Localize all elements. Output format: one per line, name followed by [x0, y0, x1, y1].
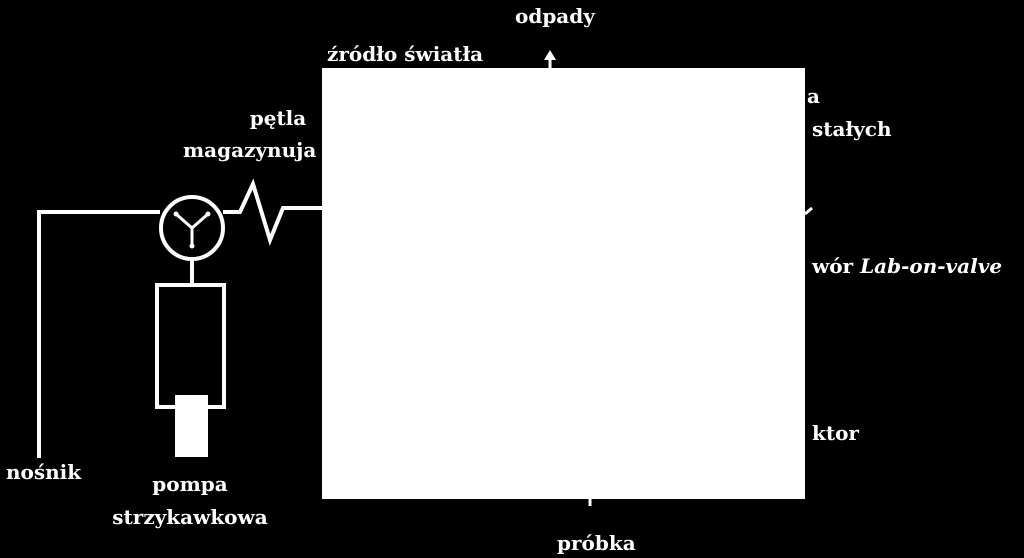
label-light-source: źródło światła [327, 42, 484, 66]
occluding-panel [322, 68, 805, 499]
label-holding-loop-1: pętla [249, 106, 307, 130]
syringe-barrel [155, 283, 226, 409]
label-pump-2: strzykawkowa [112, 505, 268, 529]
label-sample: próbka [557, 531, 636, 555]
label-lab-on-valve-italic: Lab-on-valve [860, 254, 1003, 278]
label-holding-loop-2: magazynuja [183, 138, 317, 162]
syringe-plunger [175, 395, 208, 457]
valve-port-line [175, 212, 193, 230]
valve-port [205, 211, 211, 217]
valve-port [173, 211, 179, 217]
label-solids-partial-2: stałych [812, 117, 892, 141]
carrier-line [37, 210, 160, 458]
label-solids-partial-1: a [807, 84, 820, 108]
label-pump-1: pompa [152, 472, 228, 496]
valve-port [189, 243, 195, 249]
connector-fragment [804, 206, 813, 216]
waste-arrow-icon [544, 50, 556, 60]
label-lab-on-valve-prefix: wór [812, 254, 854, 278]
label-detector-partial: ktor [812, 421, 859, 445]
valve-port-line [191, 212, 209, 230]
label-waste: odpady [515, 4, 595, 28]
holding-coil [223, 178, 322, 246]
label-lab-on-valve: wór Lab-on-valve [812, 254, 1002, 278]
label-carrier: nośnik [6, 460, 82, 484]
